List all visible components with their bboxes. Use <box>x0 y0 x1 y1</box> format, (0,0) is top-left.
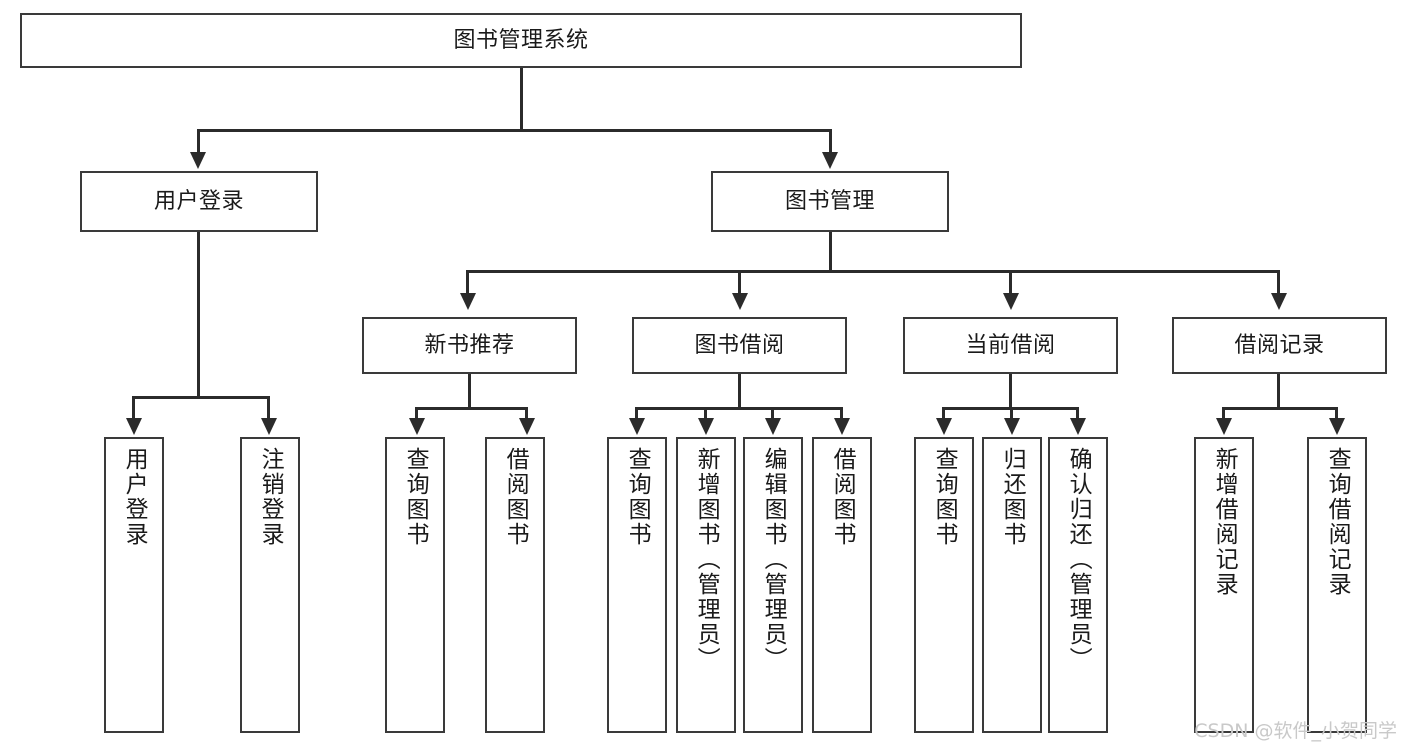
connector-new-book-leaf-1 <box>525 407 528 421</box>
node-label: 归还图书 <box>999 447 1026 547</box>
node-label: 查询图书 <box>931 447 958 547</box>
node-label: 查询图书 <box>624 447 651 547</box>
node-label: 借阅图书 <box>829 447 856 547</box>
node-user-login[interactable]: 用户登录 <box>80 171 318 232</box>
connector-borrow-record-leaf-0 <box>1222 407 1225 421</box>
leaf-user-login-logout[interactable]: 注销登录 <box>240 437 300 733</box>
connector-book-borrow-leaf-0 <box>635 407 638 421</box>
arrowhead-book-borrow-leaf-3 <box>834 418 850 435</box>
connector-current-borrow-stem <box>1009 374 1012 409</box>
node-label: 注销登录 <box>257 447 284 547</box>
arrowhead-book-borrow-leaf-0 <box>629 418 645 435</box>
arrowhead-to-user-login <box>190 152 206 169</box>
arrowhead-to-book-management <box>822 152 838 169</box>
node-current-borrow[interactable]: 当前借阅 <box>903 317 1118 374</box>
node-label: 新增借阅记录 <box>1211 447 1238 597</box>
node-label: 图书管理系统 <box>453 27 589 53</box>
arrowhead-to-current-borrow <box>1003 293 1019 310</box>
connector-book-borrow-stem <box>738 374 741 409</box>
connector-to-current-borrow <box>1009 270 1012 297</box>
arrowhead-current-borrow-leaf-2 <box>1070 418 1086 435</box>
leaf-book-borrow-add[interactable]: 新增图书（管理员） <box>676 437 736 733</box>
connector-current-borrow-leaf-1 <box>1010 407 1013 421</box>
node-label: 当前借阅 <box>965 332 1056 358</box>
leaf-new-book-borrow[interactable]: 借阅图书 <box>485 437 545 733</box>
arrowhead-book-borrow-leaf-2 <box>765 418 781 435</box>
arrowhead-current-borrow-leaf-0 <box>936 418 952 435</box>
arrowhead-book-borrow-leaf-1 <box>698 418 714 435</box>
connector-borrow-record-stem <box>1277 374 1280 409</box>
arrowhead-borrow-record-leaf-1 <box>1329 418 1345 435</box>
arrowhead-to-new-book <box>460 293 476 310</box>
connector-new-book-stem <box>468 374 471 409</box>
arrowhead-to-borrow-record <box>1271 293 1287 310</box>
connector-to-new-book <box>466 270 469 297</box>
node-borrow-record[interactable]: 借阅记录 <box>1172 317 1387 374</box>
connector-book-borrow-bus <box>635 407 843 410</box>
connector-book-borrow-leaf-1 <box>704 407 707 421</box>
arrowhead-user-login-leaf-1 <box>261 418 277 435</box>
leaf-book-borrow-borrow[interactable]: 借阅图书 <box>812 437 872 733</box>
arrowhead-borrow-record-leaf-0 <box>1216 418 1232 435</box>
node-label: 新增图书（管理员） <box>693 447 720 672</box>
connector-user-login-leaf-1 <box>267 396 270 420</box>
node-label: 新书推荐 <box>424 332 515 358</box>
node-label: 借阅图书 <box>502 447 529 547</box>
node-book-management[interactable]: 图书管理 <box>711 171 949 232</box>
leaf-new-book-query[interactable]: 查询图书 <box>385 437 445 733</box>
arrowhead-current-borrow-leaf-1 <box>1004 418 1020 435</box>
connector-borrow-record-bus <box>1222 407 1338 410</box>
connector-new-book-bus <box>415 407 528 410</box>
connector-current-borrow-leaf-0 <box>942 407 945 421</box>
leaf-user-login-login[interactable]: 用户登录 <box>104 437 164 733</box>
connector-level2-bus <box>197 129 832 132</box>
arrowhead-to-book-borrow <box>732 293 748 310</box>
node-label: 用户登录 <box>121 447 148 547</box>
node-label: 查询图书 <box>402 447 429 547</box>
arrowhead-new-book-leaf-1 <box>519 418 535 435</box>
connector-book-borrow-leaf-3 <box>840 407 843 421</box>
connector-user-login-bus <box>132 396 269 399</box>
connector-root-stem <box>520 68 523 131</box>
connector-to-borrow-record <box>1277 270 1280 297</box>
node-label: 编辑图书（管理员） <box>760 447 787 672</box>
arrowhead-new-book-leaf-0 <box>409 418 425 435</box>
leaf-borrow-record-query[interactable]: 查询借阅记录 <box>1307 437 1367 733</box>
node-root-book-management-system[interactable]: 图书管理系统 <box>20 13 1022 68</box>
node-label: 确认归还（管理员） <box>1065 447 1092 672</box>
connector-book-borrow-leaf-2 <box>771 407 774 421</box>
node-book-borrow[interactable]: 图书借阅 <box>632 317 847 374</box>
leaf-current-borrow-confirm[interactable]: 确认归还（管理员） <box>1048 437 1108 733</box>
connector-to-book-management <box>829 129 832 156</box>
node-label: 图书借阅 <box>694 332 785 358</box>
leaf-book-borrow-edit[interactable]: 编辑图书（管理员） <box>743 437 803 733</box>
arrowhead-user-login-leaf-0 <box>126 418 142 435</box>
connector-current-borrow-leaf-2 <box>1076 407 1079 421</box>
connector-level3-bus <box>466 270 1278 273</box>
node-new-book-recommend[interactable]: 新书推荐 <box>362 317 577 374</box>
leaf-current-borrow-return[interactable]: 归还图书 <box>982 437 1042 733</box>
node-label: 查询借阅记录 <box>1324 447 1351 597</box>
leaf-borrow-record-add[interactable]: 新增借阅记录 <box>1194 437 1254 733</box>
connector-book-management-stem <box>829 232 832 272</box>
connector-new-book-leaf-0 <box>415 407 418 421</box>
node-label: 借阅记录 <box>1234 332 1325 358</box>
node-label: 图书管理 <box>784 188 875 214</box>
connector-to-user-login <box>197 129 200 156</box>
connector-borrow-record-leaf-1 <box>1335 407 1338 421</box>
connector-to-book-borrow <box>738 270 741 297</box>
leaf-book-borrow-query[interactable]: 查询图书 <box>607 437 667 733</box>
leaf-current-borrow-query[interactable]: 查询图书 <box>914 437 974 733</box>
connector-user-login-stem <box>197 232 200 398</box>
watermark-text: CSDN @软件_小贺同学 <box>1194 720 1397 742</box>
connector-user-login-leaf-0 <box>132 396 135 420</box>
node-label: 用户登录 <box>153 188 244 214</box>
